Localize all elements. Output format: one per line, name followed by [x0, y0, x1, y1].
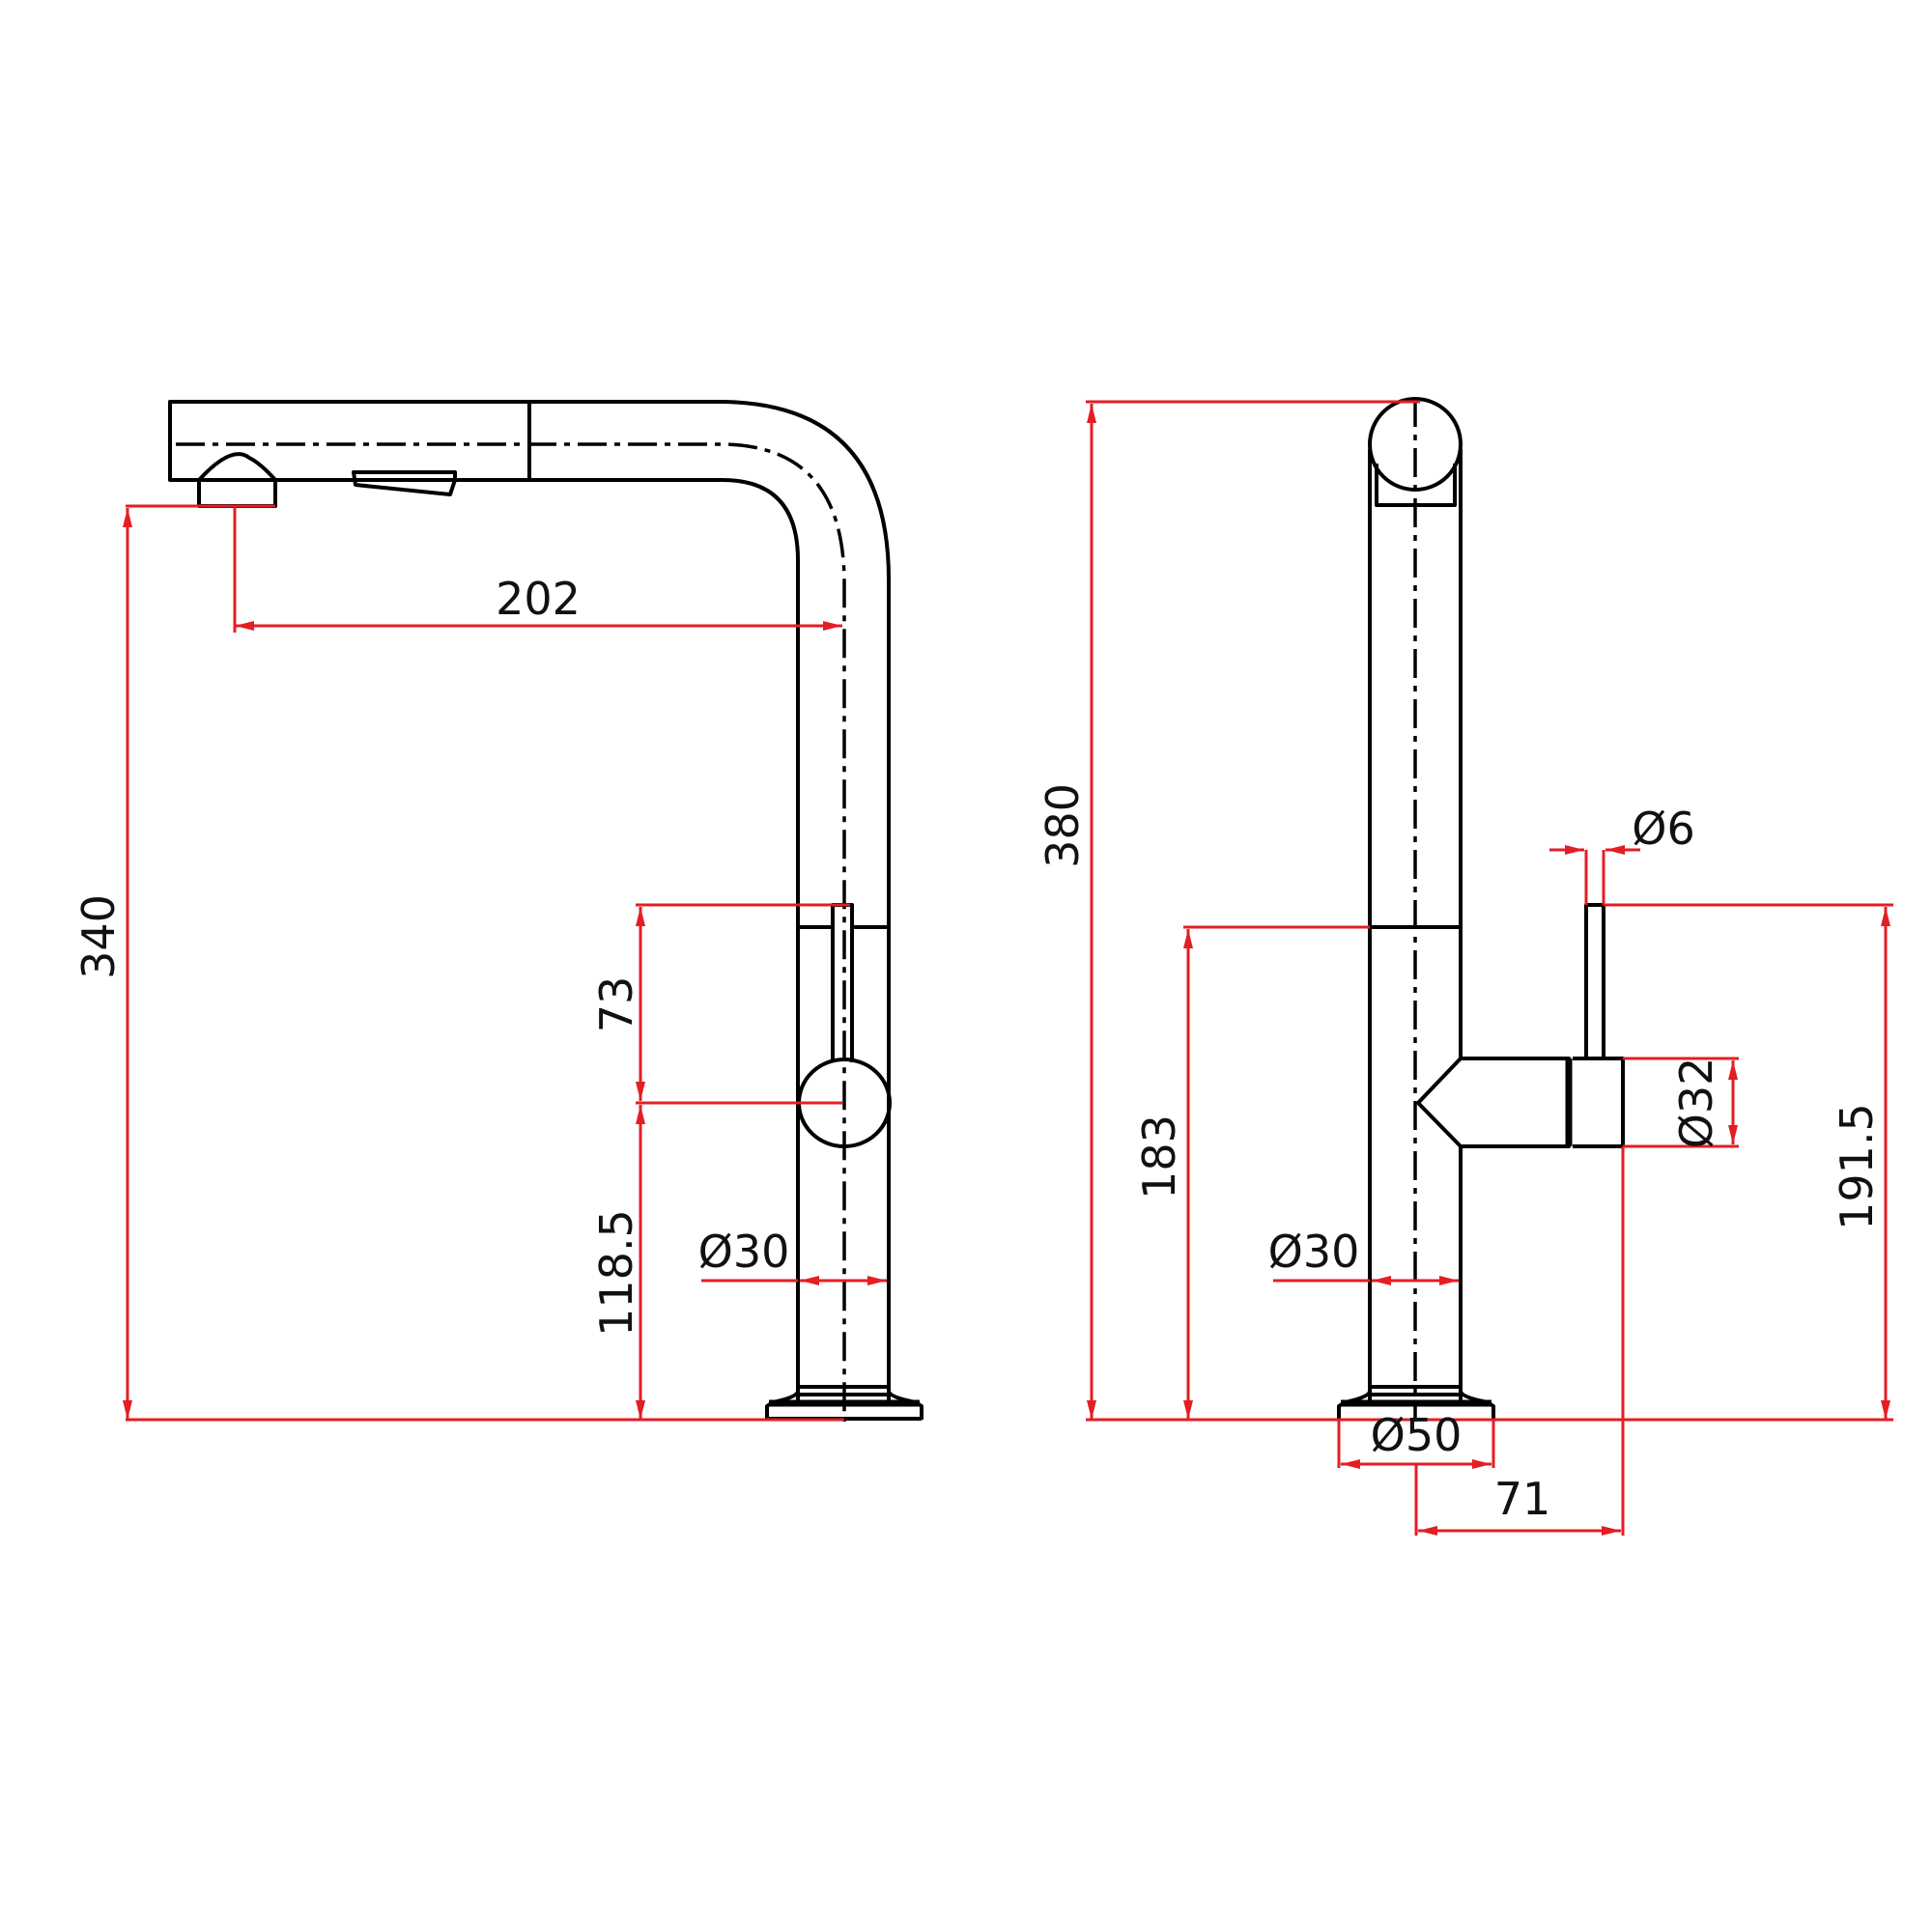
- dimension-191-5: 191.5: [1604, 903, 1893, 1420]
- svg-text:Ø50: Ø50: [1371, 1409, 1463, 1461]
- dimension-380: 380: [1037, 400, 1893, 1422]
- svg-text:183: 183: [1133, 1114, 1185, 1199]
- svg-text:380: 380: [1037, 783, 1089, 868]
- dimension-340: 340: [72, 508, 844, 1422]
- dimension-diameter-32: Ø32: [1623, 1057, 1739, 1149]
- svg-text:202: 202: [496, 573, 581, 625]
- svg-text:Ø32: Ø32: [1670, 1058, 1722, 1149]
- dimension-diameter-6: Ø6: [1549, 803, 1695, 905]
- base-front: [1337, 1385, 1495, 1420]
- svg-text:Ø6: Ø6: [1632, 803, 1694, 855]
- dimension-71: 71: [1414, 1146, 1625, 1536]
- dimension-202: 202: [126, 504, 842, 633]
- side-view: 202 340 73 118.5 Ø30: [72, 400, 923, 1422]
- handle-front: [1416, 903, 1625, 1148]
- dimension-diameter-30-side: Ø30: [698, 1226, 887, 1285]
- spout-head: [168, 400, 531, 508]
- svg-text:Ø30: Ø30: [1268, 1226, 1360, 1278]
- svg-text:73: 73: [590, 976, 642, 1033]
- front-view: 380 183 Ø30 Ø6 191.5 Ø32: [1037, 397, 1893, 1536]
- svg-text:118.5: 118.5: [590, 1209, 642, 1337]
- dimension-183: 183: [1133, 925, 1370, 1420]
- svg-text:71: 71: [1494, 1473, 1551, 1525]
- spout-tube: [176, 400, 891, 1422]
- dimension-118-5: 118.5: [590, 1105, 645, 1420]
- dimension-diameter-50: Ø50: [1337, 1409, 1495, 1469]
- svg-text:191.5: 191.5: [1831, 1103, 1883, 1230]
- dimension-diameter-30-front: Ø30: [1268, 1226, 1459, 1285]
- svg-text:Ø30: Ø30: [698, 1226, 790, 1278]
- dimension-73: 73: [590, 903, 850, 1105]
- body-front: [1368, 397, 1463, 1422]
- svg-text:340: 340: [72, 894, 125, 979]
